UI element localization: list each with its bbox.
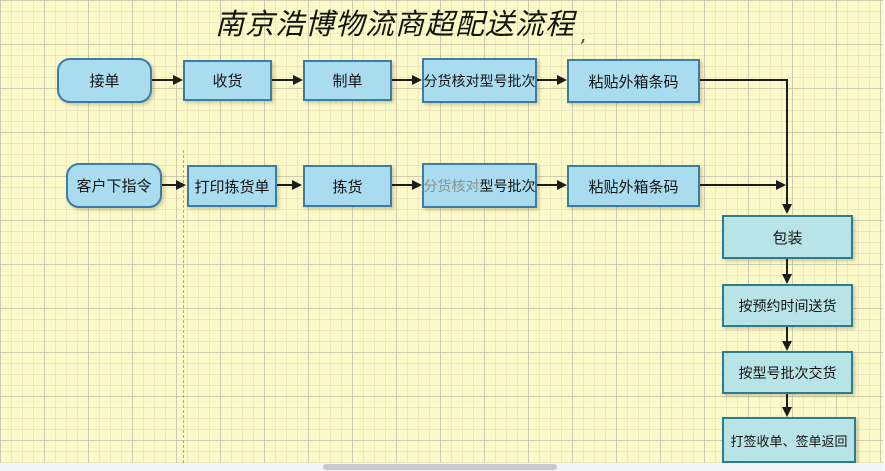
arrowhead-down-icon xyxy=(782,341,792,351)
page-break-line xyxy=(183,150,184,463)
connector-r1-elbow-vertical xyxy=(786,79,788,205)
arrowhead-right-icon xyxy=(557,75,567,85)
connector-r1-4 xyxy=(537,79,559,81)
arrowhead-down-icon xyxy=(782,274,792,284)
node-label: 粘贴外箱条码 xyxy=(588,73,679,91)
node-deliver-by-appointment-time[interactable]: 按预约时间送货 xyxy=(722,284,853,327)
node-label: 按型号批次交货 xyxy=(738,364,837,381)
arrowhead-right-icon xyxy=(412,180,422,190)
node-packaging[interactable]: 包装 xyxy=(722,215,853,259)
arrowhead-down-icon xyxy=(782,407,792,417)
connector-col-2 xyxy=(786,327,788,342)
connector-r1-elbow-horizontal xyxy=(700,79,788,81)
node-sign-receipt-and-return[interactable]: 打签收单、签单返回 xyxy=(722,417,856,463)
arrowhead-right-icon xyxy=(292,180,302,190)
node-label: 收货 xyxy=(212,73,243,90)
node-label: 拣货 xyxy=(332,178,363,196)
title-tick-mark: , xyxy=(580,22,587,46)
node-label-faded: 分货核对 xyxy=(423,177,480,194)
arrowhead-right-icon xyxy=(176,180,186,190)
node-label: 打签收单、签单返回 xyxy=(730,433,848,449)
arrowhead-right-icon xyxy=(776,180,786,190)
connector-r1-2 xyxy=(272,79,295,81)
connector-r2-4 xyxy=(537,184,559,186)
node-sort-check-model-batch-1[interactable]: 分货核对型号批次 xyxy=(422,58,537,103)
connector-r2-1 xyxy=(162,184,177,186)
connector-r2-5 xyxy=(700,184,778,186)
node-paste-carton-barcode-1[interactable]: 粘贴外箱条码 xyxy=(567,59,700,103)
node-create-document[interactable]: 制单 xyxy=(303,60,392,101)
node-label: 客户下指令 xyxy=(76,178,152,195)
node-print-picking-list[interactable]: 打印拣货单 xyxy=(187,165,277,207)
node-picking[interactable]: 拣货 xyxy=(303,165,392,207)
node-label: 打印拣货单 xyxy=(194,178,270,196)
node-label: 型号批次 xyxy=(479,177,536,194)
horizontal-scrollbar-thumb[interactable] xyxy=(323,464,557,470)
node-receive-order[interactable]: 接单 xyxy=(57,58,152,103)
connector-r1-3 xyxy=(392,79,414,81)
node-sort-check-model-batch-2[interactable]: 分货核对型号批次 xyxy=(422,163,537,208)
node-label: 粘贴外箱条码 xyxy=(588,178,679,196)
connector-col-3 xyxy=(786,394,788,408)
node-paste-carton-barcode-2[interactable]: 粘贴外箱条码 xyxy=(567,165,700,207)
arrowhead-down-icon xyxy=(782,204,792,214)
arrowhead-right-icon xyxy=(293,75,303,85)
node-receive-goods[interactable]: 收货 xyxy=(183,60,272,101)
node-label: 接单 xyxy=(89,73,120,90)
connector-r1-1 xyxy=(152,79,175,81)
arrowhead-right-icon xyxy=(173,75,183,85)
connector-col-1 xyxy=(786,259,788,275)
horizontal-scrollbar-track[interactable] xyxy=(0,463,885,471)
connector-r2-2 xyxy=(277,184,294,186)
node-label: 包装 xyxy=(772,229,803,247)
connector-r2-3 xyxy=(392,184,414,186)
arrowhead-right-icon xyxy=(557,180,567,190)
node-customer-instruction[interactable]: 客户下指令 xyxy=(66,163,162,208)
node-label: 制单 xyxy=(332,73,363,90)
arrowhead-right-icon xyxy=(412,75,422,85)
right-edge-strip xyxy=(883,0,885,471)
node-label: 分货核对型号批次 xyxy=(423,72,536,89)
diagram-title: 南京浩博物流商超配送流程 xyxy=(214,7,575,41)
node-label: 按预约时间送货 xyxy=(738,297,837,314)
node-handover-by-model-batch[interactable]: 按型号批次交货 xyxy=(722,351,853,394)
